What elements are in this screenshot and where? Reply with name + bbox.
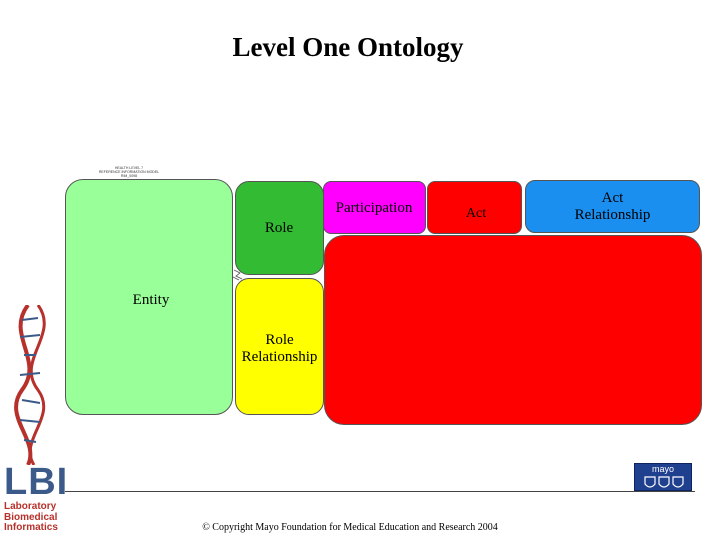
hl7-rim-caption: HEALTH LEVEL 7 REFERENCE INFORMATION MOD… <box>98 166 160 179</box>
page-title: Level One Ontology <box>232 32 464 62</box>
lbi-logo: LBI Laboratory Biomedical Informatics <box>4 462 68 534</box>
act-relationship-box <box>525 180 700 233</box>
role-label: Role <box>264 220 294 236</box>
lbi-logo-line3: Informatics <box>4 522 58 533</box>
act-relationship-label: Act Relationship <box>574 190 651 223</box>
footer-divider <box>65 491 695 492</box>
act-label: Act <box>465 206 487 221</box>
role-relationship-label: Role Relationship <box>241 332 318 365</box>
entity-box <box>65 179 233 415</box>
role-relationship-box <box>235 278 324 415</box>
connector-marks <box>232 269 243 281</box>
participation-box <box>323 181 426 234</box>
role-box <box>235 181 324 275</box>
entity-label: Entity <box>132 292 170 308</box>
lbi-logo-line2: Biomedical <box>4 511 58 523</box>
copyright-text: © Copyright Mayo Foundation for Medical … <box>202 522 498 533</box>
dna-helix-icon <box>14 305 46 465</box>
mayo-logo: mayo <box>634 463 692 491</box>
lbi-logo-line1: Laboratory <box>4 501 57 512</box>
lbi-logo-text: LBI <box>4 461 69 503</box>
act-box <box>427 181 522 234</box>
participation-label: Participation <box>335 200 413 216</box>
mayo-logo-text: mayo <box>651 464 674 474</box>
act-main-box <box>324 235 702 425</box>
mayo-shields-icon <box>644 476 684 488</box>
